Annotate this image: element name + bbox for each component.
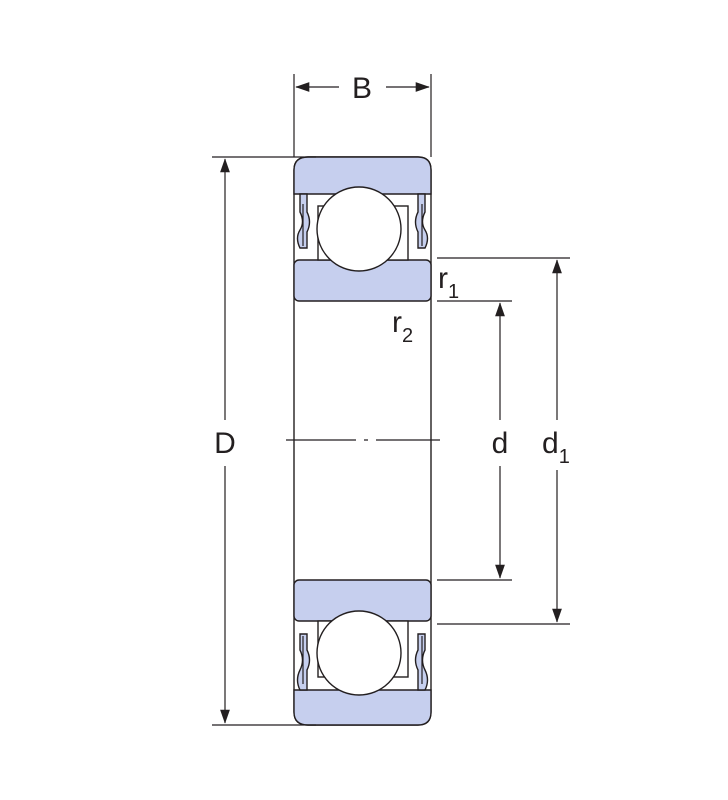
seal-right-lower: [414, 633, 429, 691]
dimension-bore-diameter: d: [437, 300, 512, 581]
outer-ring-upper: [293, 156, 432, 195]
ball-upper: [316, 186, 402, 272]
label-width: B: [352, 72, 372, 105]
bearing-cross-section: [293, 156, 432, 726]
label-bore-diameter: d: [492, 427, 509, 460]
label-chamfer-r2: r2: [392, 306, 413, 347]
dimension-width: B: [293, 72, 432, 157]
dimension-outer-diameter: D: [212, 156, 316, 726]
label-shoulder-diameter: d1: [542, 427, 570, 468]
outer-ring-lower: [293, 689, 432, 726]
seal-right-upper: [414, 193, 429, 249]
seal-left-lower: [296, 633, 311, 691]
label-outer-diameter: D: [214, 427, 236, 460]
seal-left-upper: [296, 193, 311, 249]
dimension-shoulder-diameter: d1: [437, 257, 570, 625]
upper-section: [293, 156, 432, 302]
label-chamfer-r1: r1: [438, 262, 459, 303]
lower-section: [293, 579, 432, 726]
ball-lower: [316, 610, 402, 696]
